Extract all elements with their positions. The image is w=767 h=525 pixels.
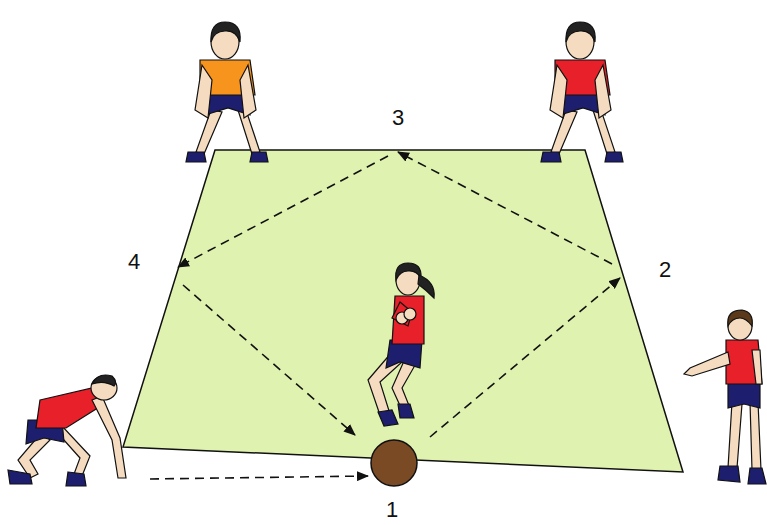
ball [371,440,417,486]
fielder-figure [541,22,623,162]
fielder-figure [186,22,268,162]
batter-figure [684,310,766,484]
run-route [150,152,620,479]
runner-figure [368,263,434,426]
position-number: 1 [383,498,401,522]
position-number: 4 [125,250,143,274]
playing-field [123,150,683,472]
position-number: 3 [389,106,407,130]
position-number: 2 [656,258,674,282]
pitcher-figure [8,375,126,486]
